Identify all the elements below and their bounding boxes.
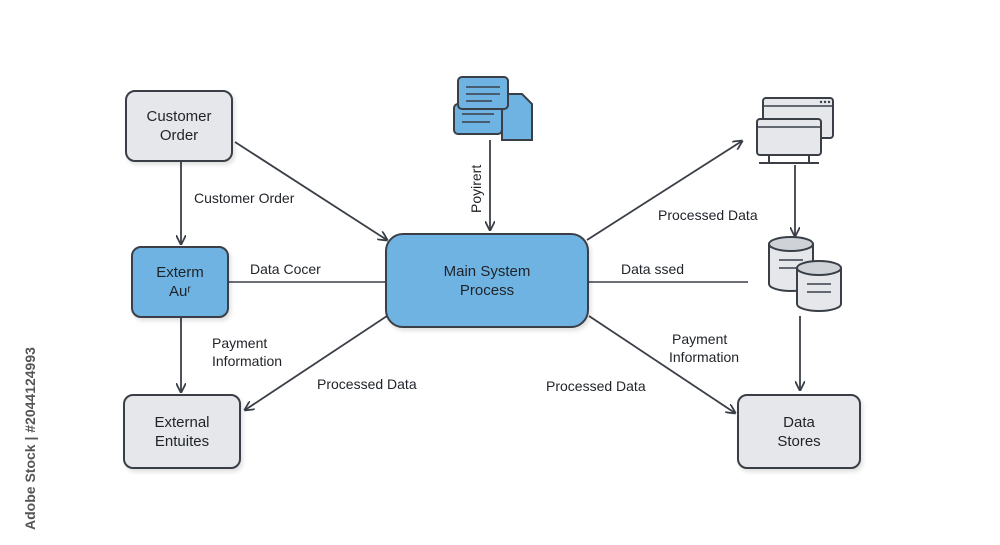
node-external-au-line2: Auʳ bbox=[169, 283, 191, 300]
label-payment-info-left-1: Payment bbox=[212, 335, 268, 351]
node-data-stores-line2: Stores bbox=[777, 432, 821, 450]
node-main-line2: Process bbox=[459, 281, 515, 299]
label-data-ssed: Data ssed bbox=[621, 261, 685, 277]
node-external-au-line1: Exterm bbox=[156, 264, 204, 281]
node-customer-order-line2: Order bbox=[159, 127, 199, 144]
arrow-main-to-stores bbox=[588, 315, 735, 413]
side-watermark-text: Adobe Stock | #2044124993 bbox=[22, 347, 38, 530]
database-icon bbox=[768, 236, 842, 312]
label-customer-order-flow: Customer Order bbox=[194, 190, 295, 206]
node-external-au: Exterm Auʳ bbox=[131, 246, 229, 318]
arrow-customer-to-main bbox=[234, 141, 387, 240]
node-customer-order-line1: Customer bbox=[146, 108, 212, 125]
node-external-entities: External Entuites bbox=[123, 394, 241, 469]
label-poyirert: Poyirert bbox=[468, 164, 484, 213]
arrow-main-to-entities bbox=[245, 315, 388, 410]
node-external-entities-line1: External bbox=[154, 413, 210, 431]
node-main-line1: Main System bbox=[443, 262, 531, 280]
node-external-entities-line2: Entuites bbox=[154, 432, 210, 450]
label-payment-info-right-1: Payment bbox=[672, 331, 728, 347]
arrow-main-to-monitor bbox=[586, 141, 742, 241]
node-data-stores-line1: Data bbox=[783, 413, 815, 431]
documents-icon bbox=[453, 76, 533, 141]
label-payment-info-left-2: Information bbox=[212, 353, 283, 369]
node-main-system-process: Main System Process bbox=[385, 233, 589, 328]
label-processed-data-top-right: Processed Data bbox=[658, 207, 758, 223]
label-processed-data-left: Processed Data bbox=[317, 376, 417, 392]
node-data-stores: Data Stores bbox=[737, 394, 861, 469]
monitor-windows-icon bbox=[756, 97, 834, 164]
label-data-cocer: Data Cocer bbox=[250, 261, 321, 277]
label-payment-info-right-2: Information bbox=[669, 349, 740, 365]
label-processed-data-bottom-right: Processed Data bbox=[546, 378, 646, 394]
node-customer-order: Customer Order bbox=[125, 90, 233, 162]
